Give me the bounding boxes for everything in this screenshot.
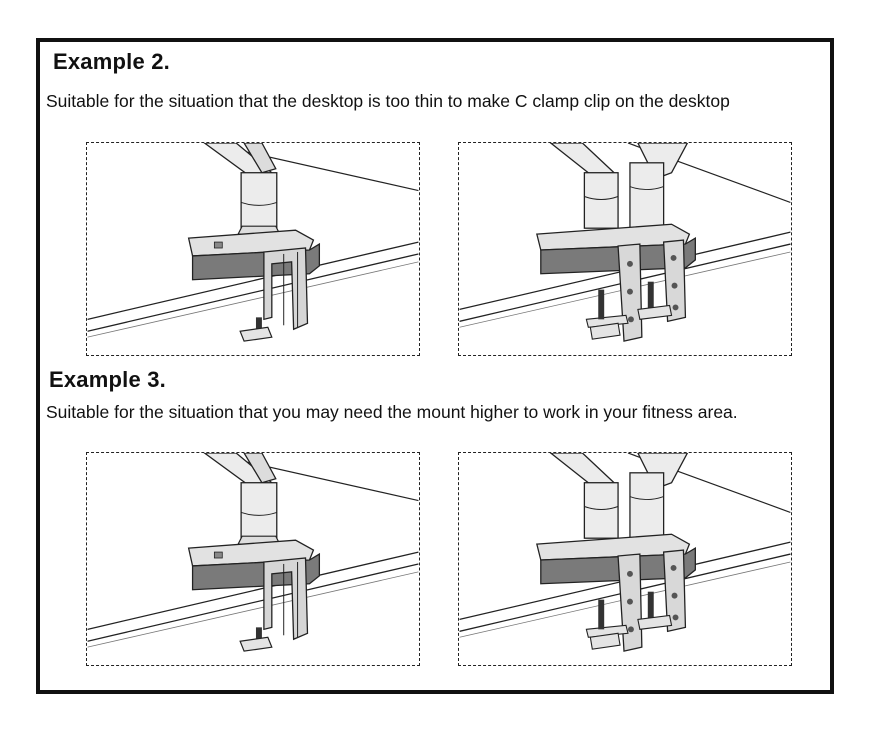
example-3-single-mount-illustration bbox=[86, 452, 420, 666]
single-arm-mount-graphic bbox=[87, 143, 419, 355]
dual-arm-mount-graphic bbox=[459, 143, 791, 355]
example-2-heading: Example 2. bbox=[53, 49, 170, 74]
example-2-single-mount-illustration bbox=[86, 142, 420, 356]
single-arm-mount-graphic bbox=[87, 453, 419, 665]
example-3-description: Suitable for the situation that you may … bbox=[46, 402, 738, 422]
example-3-dual-mount-illustration bbox=[458, 452, 792, 666]
dual-arm-mount-graphic bbox=[459, 453, 791, 665]
example-3-heading: Example 3. bbox=[49, 367, 166, 392]
example-2-description: Suitable for the situation that the desk… bbox=[46, 91, 730, 111]
instruction-frame bbox=[36, 38, 834, 694]
example-2-dual-mount-illustration bbox=[458, 142, 792, 356]
